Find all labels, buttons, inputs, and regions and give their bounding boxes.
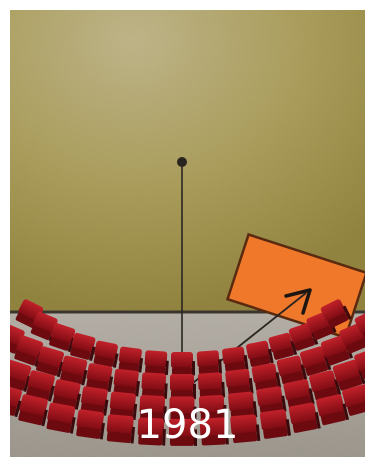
seat — [92, 340, 120, 368]
scene-illustration — [10, 10, 365, 457]
seat — [197, 350, 222, 375]
seat — [117, 346, 144, 372]
seat — [141, 372, 168, 399]
year-label: 1981 — [10, 405, 365, 445]
scene: 1981 — [10, 10, 365, 457]
seat — [170, 374, 196, 399]
seat — [198, 372, 225, 399]
seat — [144, 350, 169, 375]
seat — [171, 352, 195, 375]
